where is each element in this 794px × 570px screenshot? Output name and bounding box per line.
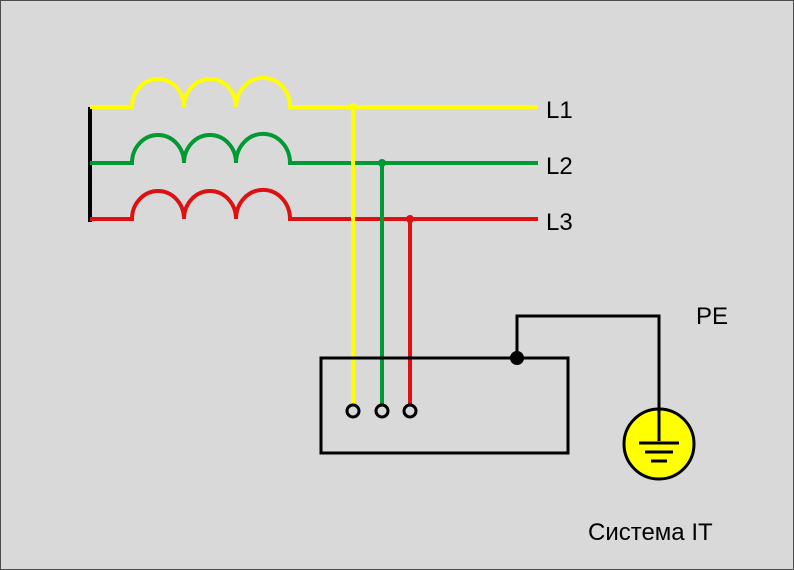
junction-l3 [406, 215, 414, 223]
winding-l2 [90, 132, 538, 165]
pe-junction [510, 351, 524, 365]
terminal-l1 [345, 403, 361, 419]
ground-symbol-icon [622, 407, 696, 481]
terminal-l3 [402, 403, 418, 419]
load-enclosure [319, 356, 570, 455]
label-l1: L1 [546, 97, 573, 124]
junction-l1 [349, 103, 357, 111]
label-l2: L2 [546, 153, 573, 180]
label-l3: L3 [546, 209, 573, 236]
winding-l3 [90, 188, 538, 221]
pe-wire [515, 314, 661, 410]
junction-l2 [378, 159, 386, 167]
terminal-l2 [374, 403, 390, 419]
winding-l1 [90, 76, 538, 109]
label-pe: PE [696, 303, 728, 330]
caption: Система IT [588, 519, 713, 546]
